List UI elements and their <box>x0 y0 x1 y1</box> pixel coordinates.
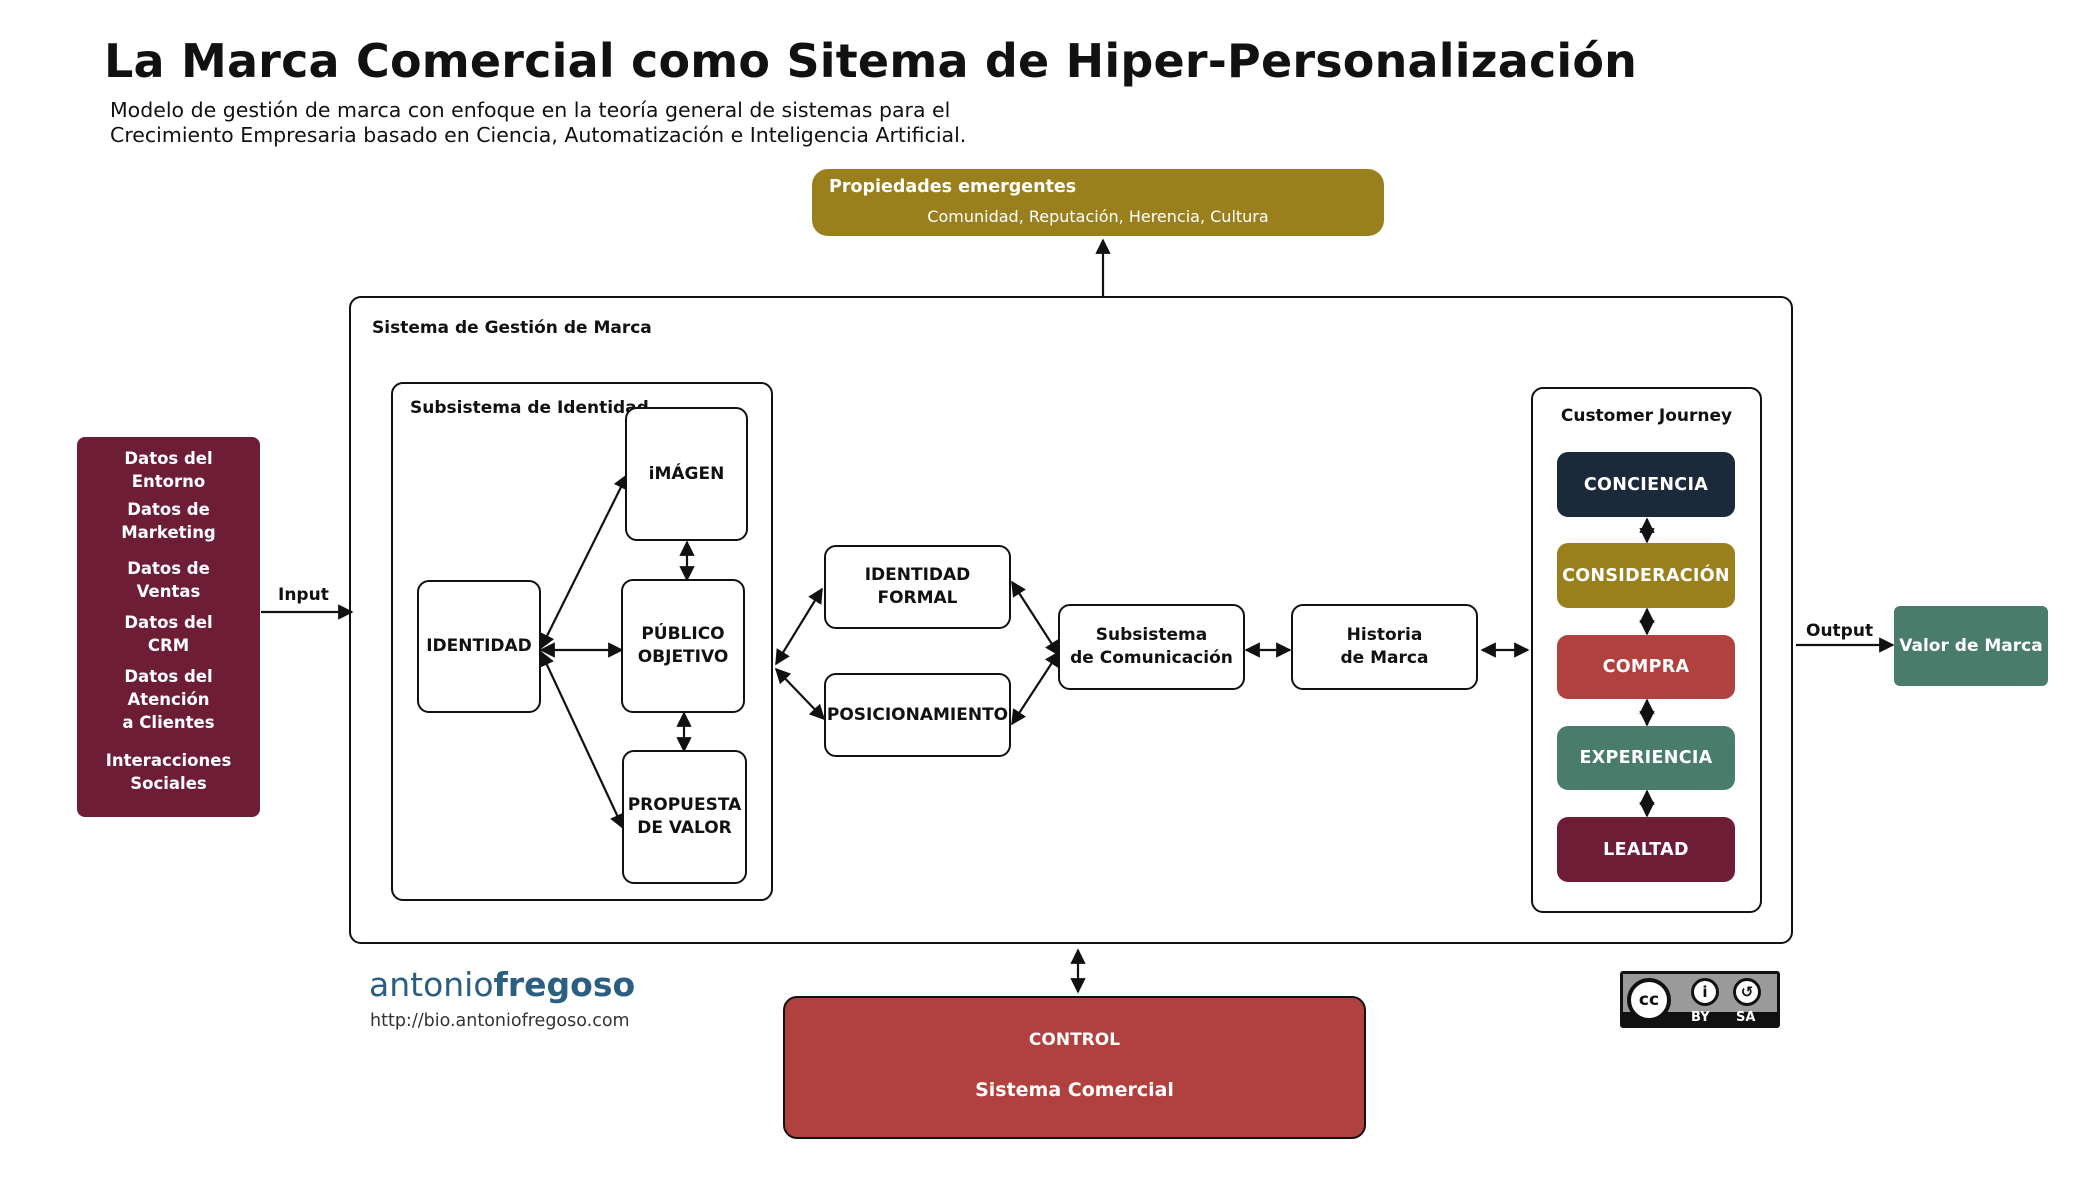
input-data-box: Datos del Entorno Datos de Marketing Dat… <box>77 437 260 817</box>
customer-journey <box>1531 387 1762 913</box>
posicionamiento-box: POSICIONAMIENTO <box>824 673 1011 757</box>
input-item-atencion: Datos del Atención a Clientes <box>122 667 215 732</box>
customer-journey-label: Customer Journey <box>1560 406 1733 426</box>
arrow-identidad-propuesta <box>539 650 625 830</box>
emergent-properties-title: Propiedades emergentes <box>829 177 1077 197</box>
author-last-name: fregoso <box>493 965 636 1004</box>
journey-stage-conciencia: CONCIENCIA <box>1557 452 1735 517</box>
author-logo: antoniofregoso <box>369 965 635 1004</box>
valor-de-marca-box: Valor de Marca <box>1894 606 2048 686</box>
comunicacion-box: Subsistema de Comunicación <box>1058 604 1245 690</box>
arrow-identidad-imagen <box>540 473 628 650</box>
identidad-box: IDENTIDAD <box>417 580 541 713</box>
attribution-icon: i <box>1691 978 1719 1006</box>
control-subtitle: Sistema Comercial <box>975 1079 1174 1101</box>
cc-sa-label: SA <box>1736 1010 1756 1025</box>
arrow-subsystem-posicionamiento <box>774 667 826 721</box>
subtitle-line-2: Crecimiento Empresaria basado en Ciencia… <box>110 123 967 147</box>
input-item-crm: Datos del CRM <box>124 613 213 655</box>
propuesta-de-valor-box: PROPUESTA DE VALOR <box>622 750 747 884</box>
input-item-entorno: Datos del Entorno <box>124 449 213 491</box>
input-item-ventas: Datos de Ventas <box>127 559 210 601</box>
subtitle-line-1: Modelo de gestión de marca con enfoque e… <box>110 98 951 122</box>
journey-stage-experiencia: EXPERIENCIA <box>1557 726 1735 790</box>
output-label: Output <box>1806 621 1874 641</box>
page-title: La Marca Comercial como Sitema de Hiper-… <box>104 34 1638 88</box>
brand-management-system <box>349 296 1793 944</box>
identity-subsystem <box>391 382 773 901</box>
identidad-formal-box: IDENTIDAD FORMAL <box>824 545 1011 629</box>
arrow-subsystem-formal <box>775 587 823 666</box>
arrow-formal-comunicacion <box>1011 580 1060 657</box>
page-subtitle: Modelo de gestión de marca con enfoque e… <box>110 98 966 148</box>
share-alike-icon: ↺ <box>1733 978 1761 1006</box>
identity-subsystem-label: Subsistema de Identidad <box>410 398 649 418</box>
control-title: CONTROL <box>1028 1030 1121 1050</box>
historia-de-marca-box: Historia de Marca <box>1291 604 1478 690</box>
author-first-name: antonio <box>369 965 494 1004</box>
cc-by-sa-badge: cc i ↺ BY SA <box>1620 971 1780 1028</box>
input-label: Input <box>278 585 329 605</box>
journey-stage-consideracion: CONSIDERACIÓN <box>1557 543 1735 608</box>
journey-stage-lealtad: LEALTAD <box>1557 817 1735 882</box>
emergent-properties-box: Propiedades emergentes Comunidad, Reputa… <box>812 169 1384 236</box>
publico-objetivo-box: PÚBLICO OBJETIVO <box>621 579 745 713</box>
cc-by-label: BY <box>1691 1010 1710 1025</box>
cc-icon: cc <box>1627 978 1671 1022</box>
imagen-box: iMÁGEN <box>625 407 748 541</box>
arrow-posicionamiento-comunicacion <box>1011 650 1060 726</box>
input-item-marketing: Datos de Marketing <box>121 500 216 542</box>
author-url[interactable]: http://bio.antoniofregoso.com <box>370 1011 630 1031</box>
brand-management-system-label: Sistema de Gestión de Marca <box>372 318 652 338</box>
control-box: CONTROL Sistema Comercial <box>783 996 1366 1139</box>
emergent-properties-items: Comunidad, Reputación, Herencia, Cultura <box>927 207 1269 226</box>
input-item-interacciones: Interacciones Sociales <box>105 751 232 793</box>
journey-stage-compra: COMPRA <box>1557 635 1735 699</box>
